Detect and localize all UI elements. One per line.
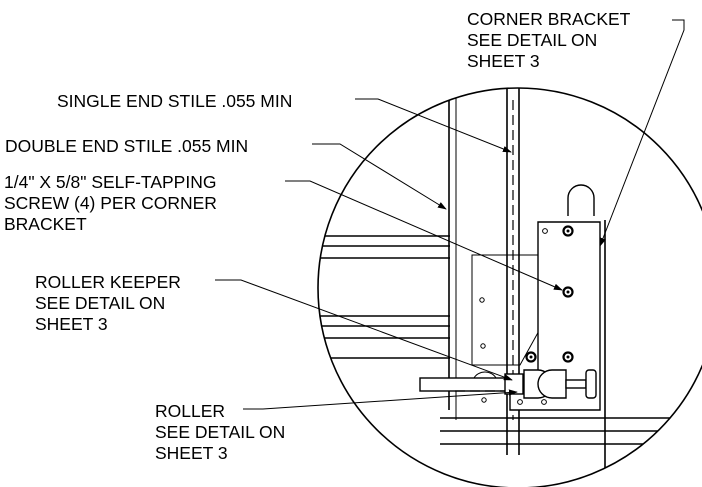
corner-bracket-leader xyxy=(599,19,685,247)
self-tapping-screw xyxy=(562,286,574,298)
callout-line: SHEET 3 xyxy=(35,314,108,334)
roller-keeper-callout: ROLLER KEEPER SEE DETAIL ON SHEET 3 xyxy=(35,272,181,335)
callout-line: SEE DETAIL ON xyxy=(467,30,598,50)
single-end-stile-callout: SINGLE END STILE .055 MIN xyxy=(57,91,292,112)
callout-line: SCREW (4) PER CORNER xyxy=(4,193,217,213)
corner-bracket-callout: CORNER BRACKET SEE DETAIL ON SHEET 3 xyxy=(467,9,630,72)
callout-line: ROLLER KEEPER xyxy=(35,272,181,292)
single-end-stile-leader xyxy=(355,98,512,153)
bracket-plate xyxy=(471,254,546,366)
double-end-stile-callout: DOUBLE END STILE .055 MIN xyxy=(5,136,248,157)
double-end-stile xyxy=(448,88,457,420)
leader-lines xyxy=(215,19,685,410)
double-end-stile-leader xyxy=(312,143,447,210)
screw-callout: 1/4" X 5/8" SELF-TAPPING SCREW (4) PER C… xyxy=(4,172,217,235)
roller-leader xyxy=(243,389,518,410)
callout-line: SINGLE END STILE .055 MIN xyxy=(57,91,293,111)
callout-line: SEE DETAIL ON xyxy=(155,422,286,442)
bottom-rail xyxy=(440,417,702,445)
callout-line: SHEET 3 xyxy=(467,51,540,71)
detail-contents xyxy=(318,88,702,487)
callout-line: CORNER BRACKET xyxy=(467,9,631,29)
bracket-hole xyxy=(479,297,485,303)
callout-line: ROLLER xyxy=(155,401,226,421)
roller-keeper xyxy=(504,373,524,395)
callout-line: SHEET 3 xyxy=(155,443,228,463)
corner-bracket xyxy=(509,221,601,411)
detail-circle xyxy=(317,87,702,487)
screw-leader xyxy=(285,180,563,291)
callout-line: BRACKET xyxy=(4,214,87,234)
roller-assembly xyxy=(419,369,597,403)
bracket-hole xyxy=(480,343,486,349)
callout-line: DOUBLE END STILE .055 MIN xyxy=(5,136,249,156)
horizontal-rails xyxy=(318,235,450,359)
roller-keeper-leader xyxy=(215,279,513,381)
callout-line: 1/4" X 5/8" SELF-TAPPING xyxy=(4,172,217,192)
roller-callout: ROLLER SEE DETAIL ON SHEET 3 xyxy=(155,401,285,464)
upper-roller-pocket xyxy=(567,184,595,216)
callout-line: SEE DETAIL ON xyxy=(35,293,166,313)
